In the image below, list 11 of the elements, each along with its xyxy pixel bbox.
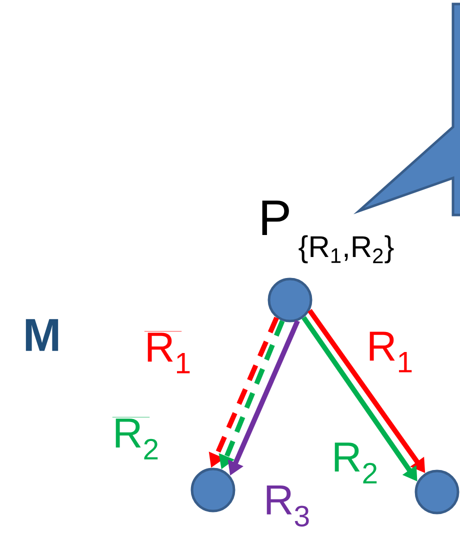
node-circle [268, 278, 312, 322]
edge-label: R$_{3}$ [266, 485, 309, 527]
edge-label: R$_{2}$ [112, 416, 158, 460]
node-circle [190, 468, 236, 512]
letter-label: M [26, 319, 58, 351]
edge-label: R$_{2}$ [334, 442, 377, 484]
edge-label: R$_{1}$ [370, 332, 412, 372]
edge-label: R$_{1}$ [144, 331, 190, 374]
node-label: P [262, 200, 289, 235]
node-label: {R$_{1}$,R$_{2}$} [298, 235, 394, 264]
node-circle [414, 470, 460, 514]
